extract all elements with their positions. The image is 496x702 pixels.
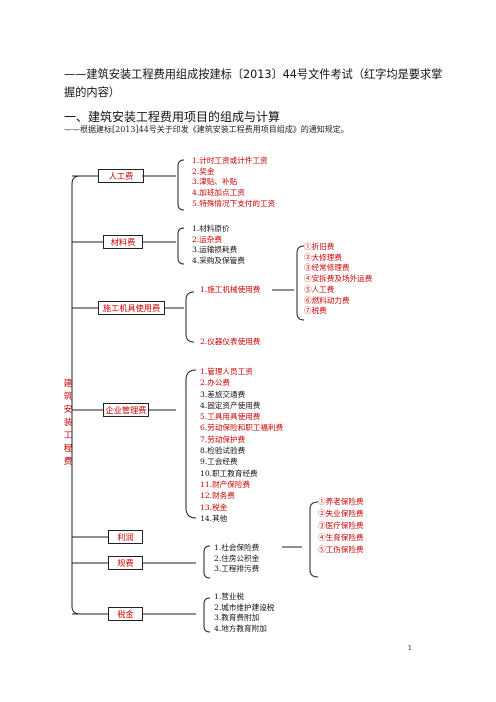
- list-item: ③医疗保险费: [318, 521, 364, 530]
- category-labor: 人工费: [98, 169, 144, 183]
- category-management: 企业管理费: [103, 403, 149, 417]
- machinery-item-1: 1.施工机械使用费: [200, 285, 261, 294]
- root-label: 建 筑 安 装 工 程 费: [63, 379, 73, 467]
- list-item: ④安拆费及场外运费: [304, 274, 373, 284]
- list-item: 12.财务费: [200, 491, 235, 501]
- list-item: 4.采购及保管费: [192, 256, 245, 266]
- list-item: 4.加班加点工资: [192, 188, 245, 198]
- list-item: 6.劳动保险和职工福利费: [200, 423, 284, 433]
- intro-paragraph: ——根据建标[2013]44号关于印发《建筑安装工程费用项目组成》的通知规定。: [64, 125, 349, 134]
- list-item: 1.材料原价: [192, 224, 230, 233]
- list-item: ④生育保险费: [318, 533, 364, 542]
- list-item: 2.办公费: [200, 378, 231, 388]
- list-item: 3.教育费附加: [214, 613, 260, 623]
- machinery-item-2: 2.仪器仪表使用费: [200, 337, 261, 346]
- list-item: 2.城市维护建设税: [214, 602, 275, 612]
- document-title: ——建筑安装工程费用组成按建标〔2013〕44号文件考试（红字均是要求掌握的内容…: [64, 68, 443, 99]
- category-materials: 材料费: [103, 235, 143, 249]
- list-item: ⑦税费: [304, 306, 327, 316]
- list-item: ③经常修理费: [304, 263, 350, 273]
- list-item: 1.计时工资或计件工资: [192, 156, 268, 165]
- list-item: 1.营业税: [214, 592, 245, 601]
- list-item: ①折旧费: [304, 242, 335, 251]
- labor-items: 1.计时工资或计件工资 2.奖金 3.津贴、补贴 4.加班加点工资 5.特殊情况…: [192, 156, 275, 210]
- list-item: 10.职工教育经费: [200, 468, 258, 478]
- list-item: 9.工会经费: [200, 457, 238, 467]
- category-tax: 税金: [108, 607, 143, 621]
- materials-items: 1.材料原价 2.运杂费 3.运输损耗费 4.采购及保管费: [192, 224, 245, 267]
- list-item: 4.固定资产使用费: [200, 400, 261, 410]
- management-items: 1.管理人员工资 2.办公费 3.差旅交通费 4.固定资产使用费 5.工具用具使…: [200, 366, 283, 524]
- list-item: 2.运杂费: [192, 234, 223, 244]
- list-item: 5.特殊情况下支付的工资: [192, 198, 276, 208]
- category-profit: 利润: [108, 530, 143, 544]
- category-fees: 规费: [108, 556, 143, 570]
- fees-items: 1.社会保险费 2.住房公积金 3.工程排污费: [214, 543, 259, 575]
- list-item: 8.检验试验费: [200, 446, 246, 456]
- category-machinery: 施工机具使用费: [98, 301, 165, 315]
- list-item: ⑤工伤保险费: [318, 545, 364, 554]
- list-item: 7.劳动保护费: [200, 434, 246, 444]
- list-item: 1.社会保险费: [214, 543, 260, 552]
- root-bracket: [71, 175, 81, 615]
- tax-items: 1.营业税 2.城市维护建设税 3.教育费附加 4.地方教育附加: [214, 592, 274, 635]
- list-item: 11.财产保险费: [200, 479, 251, 489]
- list-item: 3.运输损耗费: [192, 245, 238, 255]
- section-heading: 一、建筑安装工程费用项目的组成与计算: [64, 110, 281, 124]
- list-item: ①养老保险费: [318, 497, 364, 506]
- list-item: ⑥燃料动力费: [304, 295, 350, 305]
- fees-sub-items: ①养老保险费 ②失业保险费 ③医疗保险费 ④生育保险费 ⑤工伤保险费: [318, 496, 364, 556]
- list-item: ②大修理费: [304, 252, 342, 262]
- machinery-sub-items: ①折旧费 ②大修理费 ③经常修理费 ④安拆费及场外运费 ⑤人工费 ⑥燃料动力费 …: [304, 242, 372, 317]
- list-item: 3.工程排污费: [214, 564, 260, 574]
- list-item: ②失业保险费: [318, 509, 364, 518]
- list-item: 3.津贴、补贴: [192, 177, 238, 187]
- page-number: 1: [407, 644, 412, 652]
- list-item: 4.地方教育附加: [214, 624, 267, 634]
- list-item: ⑤人工费: [304, 284, 335, 294]
- list-item: 3.差旅交通费: [200, 389, 246, 399]
- list-item: 13.税金: [200, 502, 228, 512]
- list-item: 2.奖金: [192, 166, 215, 176]
- list-item: 1.管理人员工资: [200, 367, 253, 376]
- list-item: 14.其他: [200, 513, 228, 523]
- list-item: 5.工具用具使用费: [200, 412, 261, 422]
- list-item: 2.住房公积金: [214, 553, 260, 563]
